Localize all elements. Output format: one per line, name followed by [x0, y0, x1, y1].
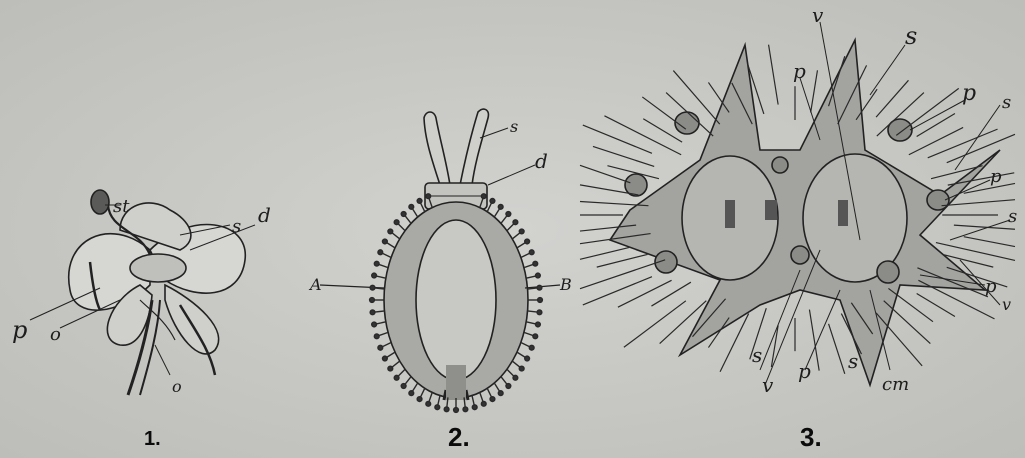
fruit-spine-tip	[426, 194, 431, 199]
fruit-spine-tip	[454, 408, 459, 413]
fruit-spine-tip	[370, 298, 375, 303]
fruit-spine-tip	[388, 229, 393, 234]
fruit-spine-tip	[382, 239, 387, 244]
fruit-spine-tip	[444, 407, 449, 412]
fruit-spine-tip	[417, 198, 422, 203]
fig2-label-d: d	[535, 149, 548, 173]
fruit-spine-tip	[401, 384, 406, 389]
fruit-spine-tip	[498, 391, 503, 396]
fruit-spine-tip	[394, 220, 399, 225]
fruit-spine-tip	[535, 322, 540, 327]
fruit-spine-tip	[401, 212, 406, 217]
fruit-spine-tip	[409, 204, 414, 209]
fruit-spine-tip	[378, 345, 383, 350]
fruit-spine-tip	[388, 366, 393, 371]
fruit-spine-tip	[481, 194, 486, 199]
fruit-spine-tip	[490, 198, 495, 203]
fruit-spine-tip	[435, 405, 440, 410]
fruit-spine-tip	[372, 273, 377, 278]
fruit-spine-tip	[481, 401, 486, 406]
fig3-label-p-upper-right: p	[962, 81, 976, 106]
fig3-label-s-lower-left: s	[752, 343, 762, 367]
fruit-spine-tip	[498, 204, 503, 209]
fruit-spine-tip	[525, 356, 530, 361]
fruit-spine-tip	[533, 334, 538, 339]
fruit-spine-tip	[537, 310, 542, 315]
fruit-spine-tip	[538, 298, 543, 303]
fig1-label-o-left: o	[50, 324, 61, 345]
fig3-label-s-bottom: s	[848, 349, 858, 373]
fruit-spine-tip	[370, 310, 375, 315]
fruit-spine-tip	[513, 375, 518, 380]
figure-3-number: 3.	[800, 422, 822, 453]
fruit-spine-tip	[537, 285, 542, 290]
fruit-spine-tip	[417, 397, 422, 402]
fig3-label-v-right: v	[1002, 295, 1011, 314]
fig1-label-s: s	[232, 216, 241, 237]
fig1-label-p: p	[12, 316, 27, 344]
fig2-label-b: B	[559, 275, 572, 294]
fig3-label-s-right-2: s	[1008, 206, 1017, 227]
fig3-label-v-top: v	[812, 3, 824, 27]
fig2-label-a: A	[308, 275, 322, 294]
fruit-spine-tip	[372, 322, 377, 327]
fig3-label-s-top: s	[905, 22, 917, 50]
figure-2-number: 2.	[448, 422, 470, 453]
fig1-label-o-bottom: o	[172, 377, 182, 396]
figure-1-number: 1.	[144, 428, 161, 451]
fruit-spine-tip	[394, 375, 399, 380]
fig3-label-v-bottom: v	[762, 373, 774, 397]
fruit-spine-tip	[506, 384, 511, 389]
fig2-label-s: s	[510, 117, 518, 136]
fig3-label-p-right: p	[990, 166, 1002, 187]
fruit-spine-tip	[506, 212, 511, 217]
fruit-spine-tip	[472, 405, 477, 410]
fig3-label-p-lower-right: p	[985, 276, 997, 297]
fig3-label-p-upper-left: p	[793, 59, 806, 83]
fig1-label-st: st	[113, 196, 130, 217]
fruit-spine-tip	[519, 366, 524, 371]
fruit-spine-tip	[409, 391, 414, 396]
fruit-spine-tip	[370, 285, 375, 290]
fruit-spine-tip	[535, 273, 540, 278]
fig1-label-d: d	[258, 203, 271, 227]
fruit-spine-tip	[374, 261, 379, 266]
fruit-spine-tip	[525, 239, 530, 244]
fruit-spine-tip	[529, 250, 534, 255]
fruit-spine-tip	[513, 220, 518, 225]
fig3-label-p-bottom: p	[798, 359, 811, 383]
fruit-spine-tip	[374, 334, 379, 339]
fruit-spine-tip	[378, 250, 383, 255]
fruit-spine-tip	[529, 345, 534, 350]
fruit-spine-tip	[382, 356, 387, 361]
fruit-spine-tip	[426, 401, 431, 406]
fruit-spine-tip	[463, 407, 468, 412]
fig3-label-s-right-1: s	[1002, 92, 1011, 113]
fruit-spine-tip	[519, 229, 524, 234]
fruit-spine-tip	[490, 397, 495, 402]
fruit-spine-tip	[533, 261, 538, 266]
fig3-label-cm: cm	[882, 374, 909, 395]
